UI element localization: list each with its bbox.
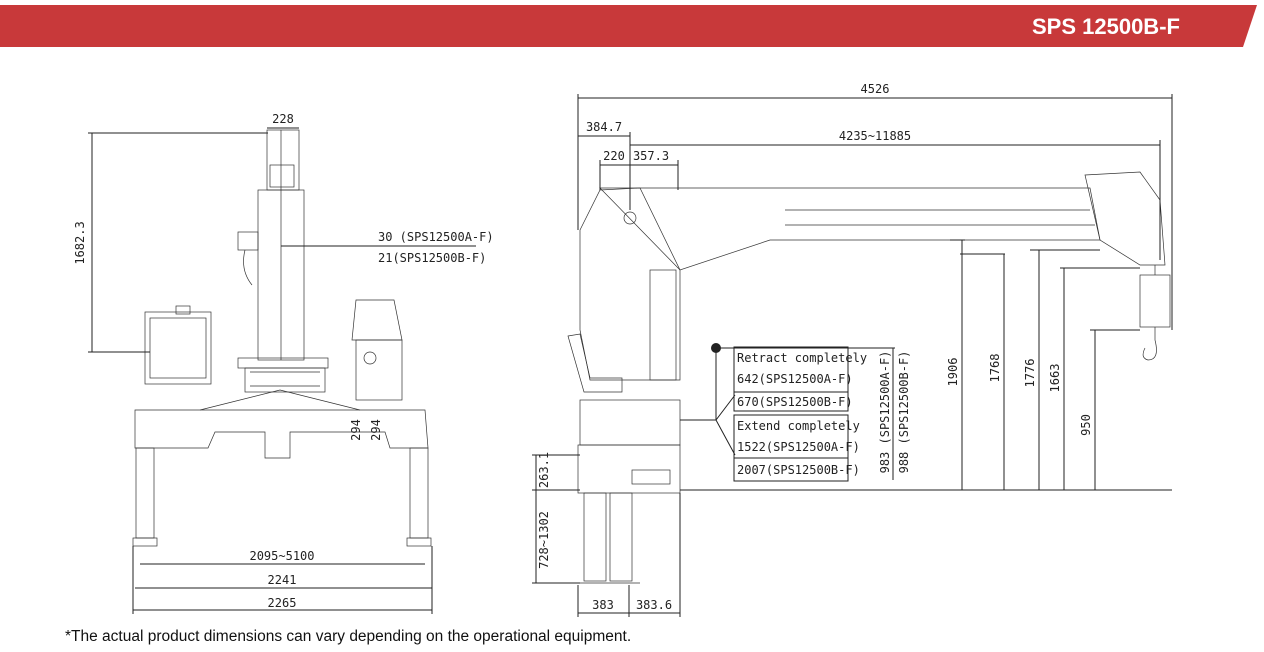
dim-1776: 1776 bbox=[1023, 359, 1037, 388]
dim-offset-a: 30 (SPS12500A-F) bbox=[378, 230, 494, 244]
model-title: SPS 12500B-F bbox=[1032, 14, 1180, 39]
dim-383: 383 bbox=[592, 598, 614, 612]
dim-1768: 1768 bbox=[988, 354, 1002, 383]
dim-950: 950 bbox=[1079, 414, 1093, 436]
retract-title: Retract completely bbox=[737, 351, 867, 365]
dim-leg-a: 294 bbox=[349, 419, 363, 441]
dim-357: 357.3 bbox=[633, 149, 669, 163]
dim-front-offset: 384.7 bbox=[586, 120, 622, 134]
dim-outrigger-span: 2095~5100 bbox=[249, 549, 314, 563]
dim-boom-reach: 4235~11885 bbox=[839, 129, 911, 143]
dim-offset-b: 21(SPS12500B-F) bbox=[378, 251, 486, 265]
dim-width-outer: 2265 bbox=[268, 596, 297, 610]
dim-1906: 1906 bbox=[946, 358, 960, 387]
header-banner bbox=[0, 5, 1257, 47]
extend-b: 2007(SPS12500B-F) bbox=[737, 463, 860, 477]
dim-leg-b: 294 bbox=[369, 419, 383, 441]
retract-a: 642(SPS12500A-F) bbox=[737, 372, 853, 386]
extend-title: Extend completely bbox=[737, 419, 860, 433]
dim-width-inner: 2241 bbox=[268, 573, 297, 587]
dim-base-height: 263.1 bbox=[537, 452, 551, 488]
dim-1663: 1663 bbox=[1048, 364, 1062, 393]
dim-total-length: 4526 bbox=[861, 82, 890, 96]
dim-383-6: 383.6 bbox=[636, 598, 672, 612]
front-view: 228 1682.3 30 (SPS12500A-F) 21(SPS12500B… bbox=[73, 112, 494, 614]
retract-b: 670(SPS12500B-F) bbox=[737, 395, 853, 409]
dim-988: 988 (SPS12500B-F) bbox=[897, 351, 911, 474]
extend-a: 1522(SPS12500A-F) bbox=[737, 440, 860, 454]
side-view: 4526 384.7 4235~11885 220 357.3 1906 176… bbox=[532, 82, 1173, 617]
dim-top-width: 228 bbox=[272, 112, 294, 126]
dim-height: 1682.3 bbox=[73, 221, 87, 264]
footnote: *The actual product dimensions can vary … bbox=[65, 628, 632, 645]
dim-983: 983 (SPS12500A-F) bbox=[878, 351, 892, 474]
dim-leg-range: 728~1302 bbox=[537, 511, 551, 569]
dim-220: 220 bbox=[603, 149, 625, 163]
